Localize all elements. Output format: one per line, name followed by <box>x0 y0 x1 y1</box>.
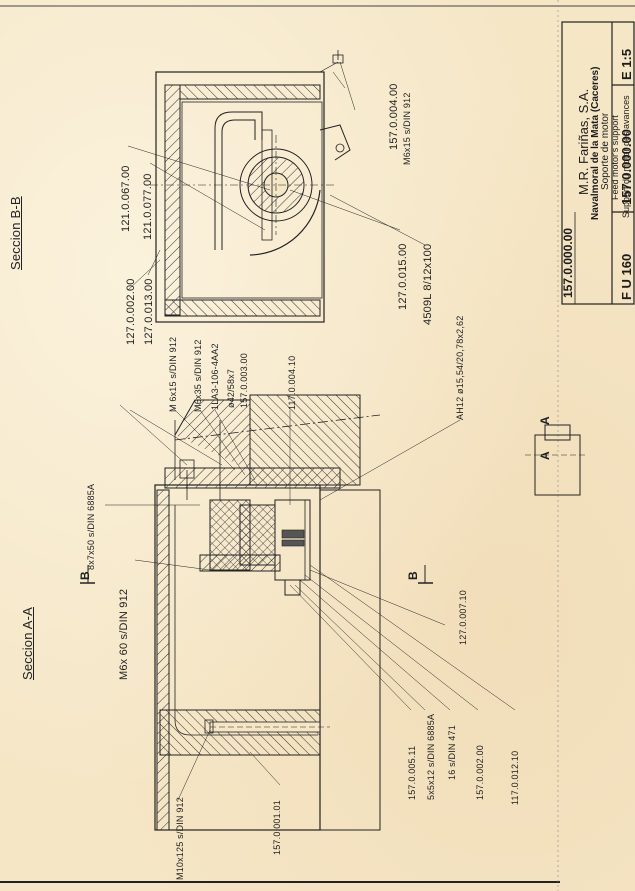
section-marker-b-left: B <box>78 571 92 580</box>
part-label: 157.0.003.00 <box>239 353 249 408</box>
part-label: M10x125 s/DIN 912 <box>175 797 185 880</box>
part-label: 117.0.004.10 <box>287 355 297 410</box>
part-label: 157.0.001.01 <box>272 800 282 855</box>
part-label: 157.0.005.11 <box>407 745 417 800</box>
section-marker-a-bottom: A <box>538 451 552 460</box>
part-label: 157.0.004.00 <box>388 83 400 150</box>
part-label: 127.0.013.00 <box>143 278 155 345</box>
section-marker-a-top: A <box>538 416 552 425</box>
part-label: 127.0.002.00 <box>125 278 137 345</box>
part-label: 127.0.007.10 <box>458 590 468 645</box>
part-label: M6x 60 s/DIN 912 <box>118 588 130 680</box>
key-view-a <box>525 424 585 496</box>
section-b-b-title: Seccion B-B <box>8 196 23 270</box>
part-label: 121.0.077.00 <box>142 173 154 240</box>
part-label: 16 s/DIN 471 <box>447 725 457 780</box>
title-block-company: M.R. Fariñas, S.A. <box>576 88 591 195</box>
title-block-drawing-number: 157.0.000.00 <box>619 129 634 205</box>
part-label: M6x35 s/DIN 912 <box>193 339 203 412</box>
part-label: 121.0.067.00 <box>120 165 132 232</box>
section-a-a-title: Seccion A-A <box>20 606 35 680</box>
part-label: 1LA3-106-4AA2 <box>210 343 220 410</box>
part-label: 117.0.012.10 <box>510 750 520 805</box>
part-label: M 6x15 s/DIN 912 <box>168 336 178 412</box>
title-block-frame <box>561 21 635 305</box>
section-marker-b-right: B <box>406 571 420 580</box>
title-block-side-code: 157.0.000.00 <box>561 227 575 298</box>
part-label: 8x7x50 s/DIN 6885A <box>86 483 96 570</box>
section-b-b-drawing <box>127 50 426 323</box>
part-label: 157.0.002.00 <box>475 745 485 800</box>
part-label: 5x5x12 s/DIN 6885A <box>426 713 436 800</box>
title-block-scale: E 1:5 <box>619 48 634 80</box>
part-label: 4509L 8/12x100 <box>422 243 434 325</box>
title-block-machine: F U 160 <box>619 253 634 300</box>
section-a-a-drawing <box>80 394 516 831</box>
part-label: 127.0.015.00 <box>397 243 409 310</box>
part-label: AH12 ø15,54/20,78x2,62 <box>455 315 465 420</box>
part-label: M6x15 s/DIN 912 <box>402 92 412 165</box>
part-label: ø42/58x7 <box>226 368 236 408</box>
